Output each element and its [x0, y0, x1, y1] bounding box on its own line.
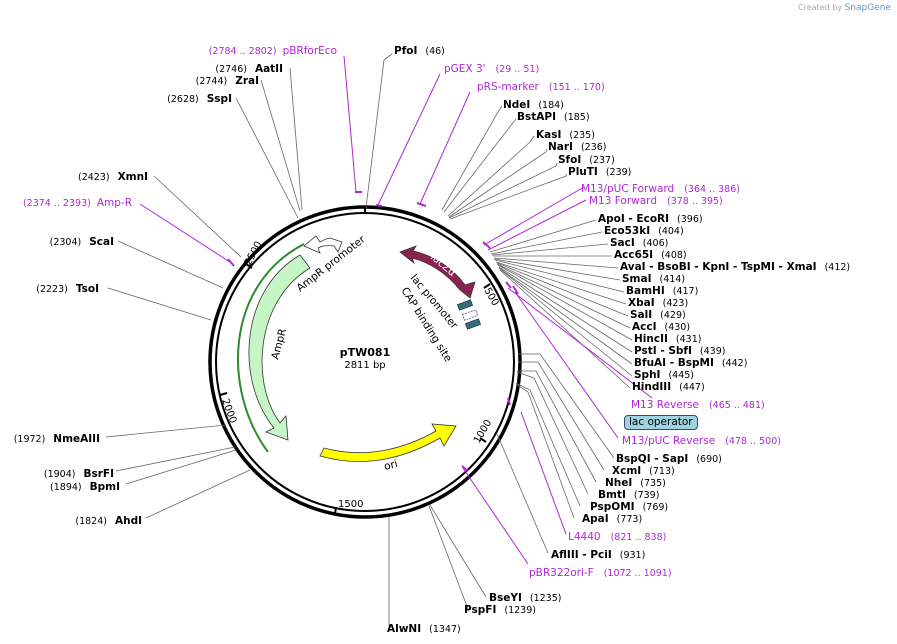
lac-promoter-feature: [457, 299, 473, 311]
ori-label: ori: [383, 458, 399, 473]
enzyme-smai: SmaI(414): [622, 273, 685, 285]
tick-1500: 1500: [338, 499, 363, 510]
enzyme-acci: AccI(430): [632, 321, 690, 333]
enzyme-bseyi: BseYI(1235): [489, 592, 561, 604]
enzyme-kasi: KasI(235): [536, 129, 595, 141]
enzyme-ahdi: (1824)AhdI: [75, 515, 142, 527]
enzyme-apoi-ecori: ApoI - EcoRI(396): [598, 213, 703, 225]
primer-m13-puc-reverse: M13/pUC Reverse(478 .. 500): [622, 435, 781, 447]
lac-operator-label: lac operator: [624, 415, 698, 430]
enzyme-saci: SacI(406): [610, 237, 668, 249]
enzyme-bmti: BmtI(739): [598, 489, 659, 501]
primer-pbrforeco: (2784 .. 2802)pBRforEco: [209, 45, 337, 57]
enzyme-xcmi: XcmI(713): [612, 465, 675, 477]
primer-m13-forward: M13 Forward(378 .. 395): [589, 195, 723, 207]
enzyme-eco53ki: Eco53kI(404): [604, 225, 684, 237]
enzyme-psti-sbfi: PstI - SbfI(439): [634, 345, 725, 357]
primer-labels: (2784 .. 2802)pBRforEco pGEX 3'(29 .. 51…: [23, 45, 781, 579]
enzyme-nari: NarI(236): [548, 141, 607, 153]
primer-amp-r: (2374 .. 2393)Amp-R: [23, 197, 132, 209]
ori-feature: [319, 423, 457, 462]
enzyme-xmni: (2423)XmnI: [78, 171, 148, 183]
ampr-feature: [248, 254, 311, 441]
enzyme-zrai: (2744)ZraI: [196, 75, 259, 87]
primer-leaders: [139, 55, 653, 565]
enzyme-sfoi: SfoI(237): [558, 154, 615, 166]
enzyme-ndei: NdeI(184): [503, 99, 564, 111]
enzyme-scai: (2304)ScaI: [50, 236, 114, 248]
enzyme-sspi: (2628)SspI: [167, 93, 232, 105]
enzyme-pfoi: PfoI(46): [394, 45, 445, 57]
snapgene-credit: Created by SnapGene: [798, 3, 891, 13]
enzyme-bsrfi: (1904)BsrFI: [44, 468, 114, 480]
tick-500: 500: [481, 286, 500, 308]
enzyme-tsoi: (2223)TsoI: [36, 283, 99, 295]
enzyme-bpmi: (1894)BpmI: [50, 481, 120, 493]
enzyme-hincii: HincII(431): [634, 333, 701, 345]
enzyme-bstapi: BstAPI(185): [517, 111, 590, 123]
enzyme-apai: ApaI(773): [582, 513, 642, 525]
enzyme-aatii: (2746)AatII: [215, 63, 283, 75]
enzyme-nhei: NheI(735): [605, 477, 666, 489]
primer-pgex3: pGEX 3'(29 .. 51): [444, 63, 539, 75]
enzyme-avai-group: AvaI - BsoBI - KpnI - TspMI - XmaI(412): [620, 261, 850, 273]
primer-l4440: L4440(821 .. 838): [568, 531, 666, 543]
enzyme-pspfi: PspFI(1239): [464, 604, 536, 616]
cap-site-feature: [462, 309, 478, 321]
ampr-promoter-feature: [303, 235, 343, 254]
plasmid-name: pTW081: [340, 346, 390, 359]
lacZa-feature: [399, 245, 476, 299]
enzyme-bamhi: BamHI(417): [626, 285, 698, 297]
enzyme-pspomi: PspOMI(769): [590, 501, 668, 513]
enzyme-bfuai-bspmi: BfuAI - BspMI(442): [634, 357, 747, 369]
enzyme-leaders: [105, 53, 633, 628]
enzyme-sali: SalI(429): [630, 309, 686, 321]
enzyme-sphi: SphI(445): [634, 369, 694, 381]
primer-prs-marker: pRS-marker(151 .. 170): [477, 81, 605, 93]
primer-pbr322ori-f: pBR322ori-F(1072 .. 1091): [529, 567, 672, 579]
snapgene-logo: SnapGene: [844, 3, 891, 13]
enzyme-alwni: AlwNI(1347): [387, 623, 461, 635]
enzyme-afliii-pcii: AflIII - PciI(931): [551, 549, 645, 561]
enzyme-pluti: PluTI(239): [568, 166, 631, 178]
primer-m13-puc-forward: M13/pUC Forward(364 .. 386): [581, 183, 740, 195]
primer-m13-reverse: M13 Reverse(465 .. 481): [631, 399, 765, 411]
enzyme-acc65i: Acc65I(408): [614, 249, 687, 261]
ampr-orf: [236, 243, 305, 453]
enzyme-nmeaiii: (1972)NmeAIII: [14, 433, 100, 445]
ampr-label: AmpR: [269, 327, 289, 360]
enzyme-bspqi-sapi: BspQI - SapI(690): [616, 453, 722, 465]
enzyme-hindiii: HindIII(447): [632, 381, 705, 393]
enzyme-labels: PfoI(46) NdeI(184) BstAPI(185) KasI(235)…: [14, 45, 850, 635]
lac-operator-feature: [465, 318, 481, 330]
plasmid-length: 2811 bp: [344, 360, 385, 371]
enzyme-xbai: XbaI(423): [628, 297, 688, 309]
